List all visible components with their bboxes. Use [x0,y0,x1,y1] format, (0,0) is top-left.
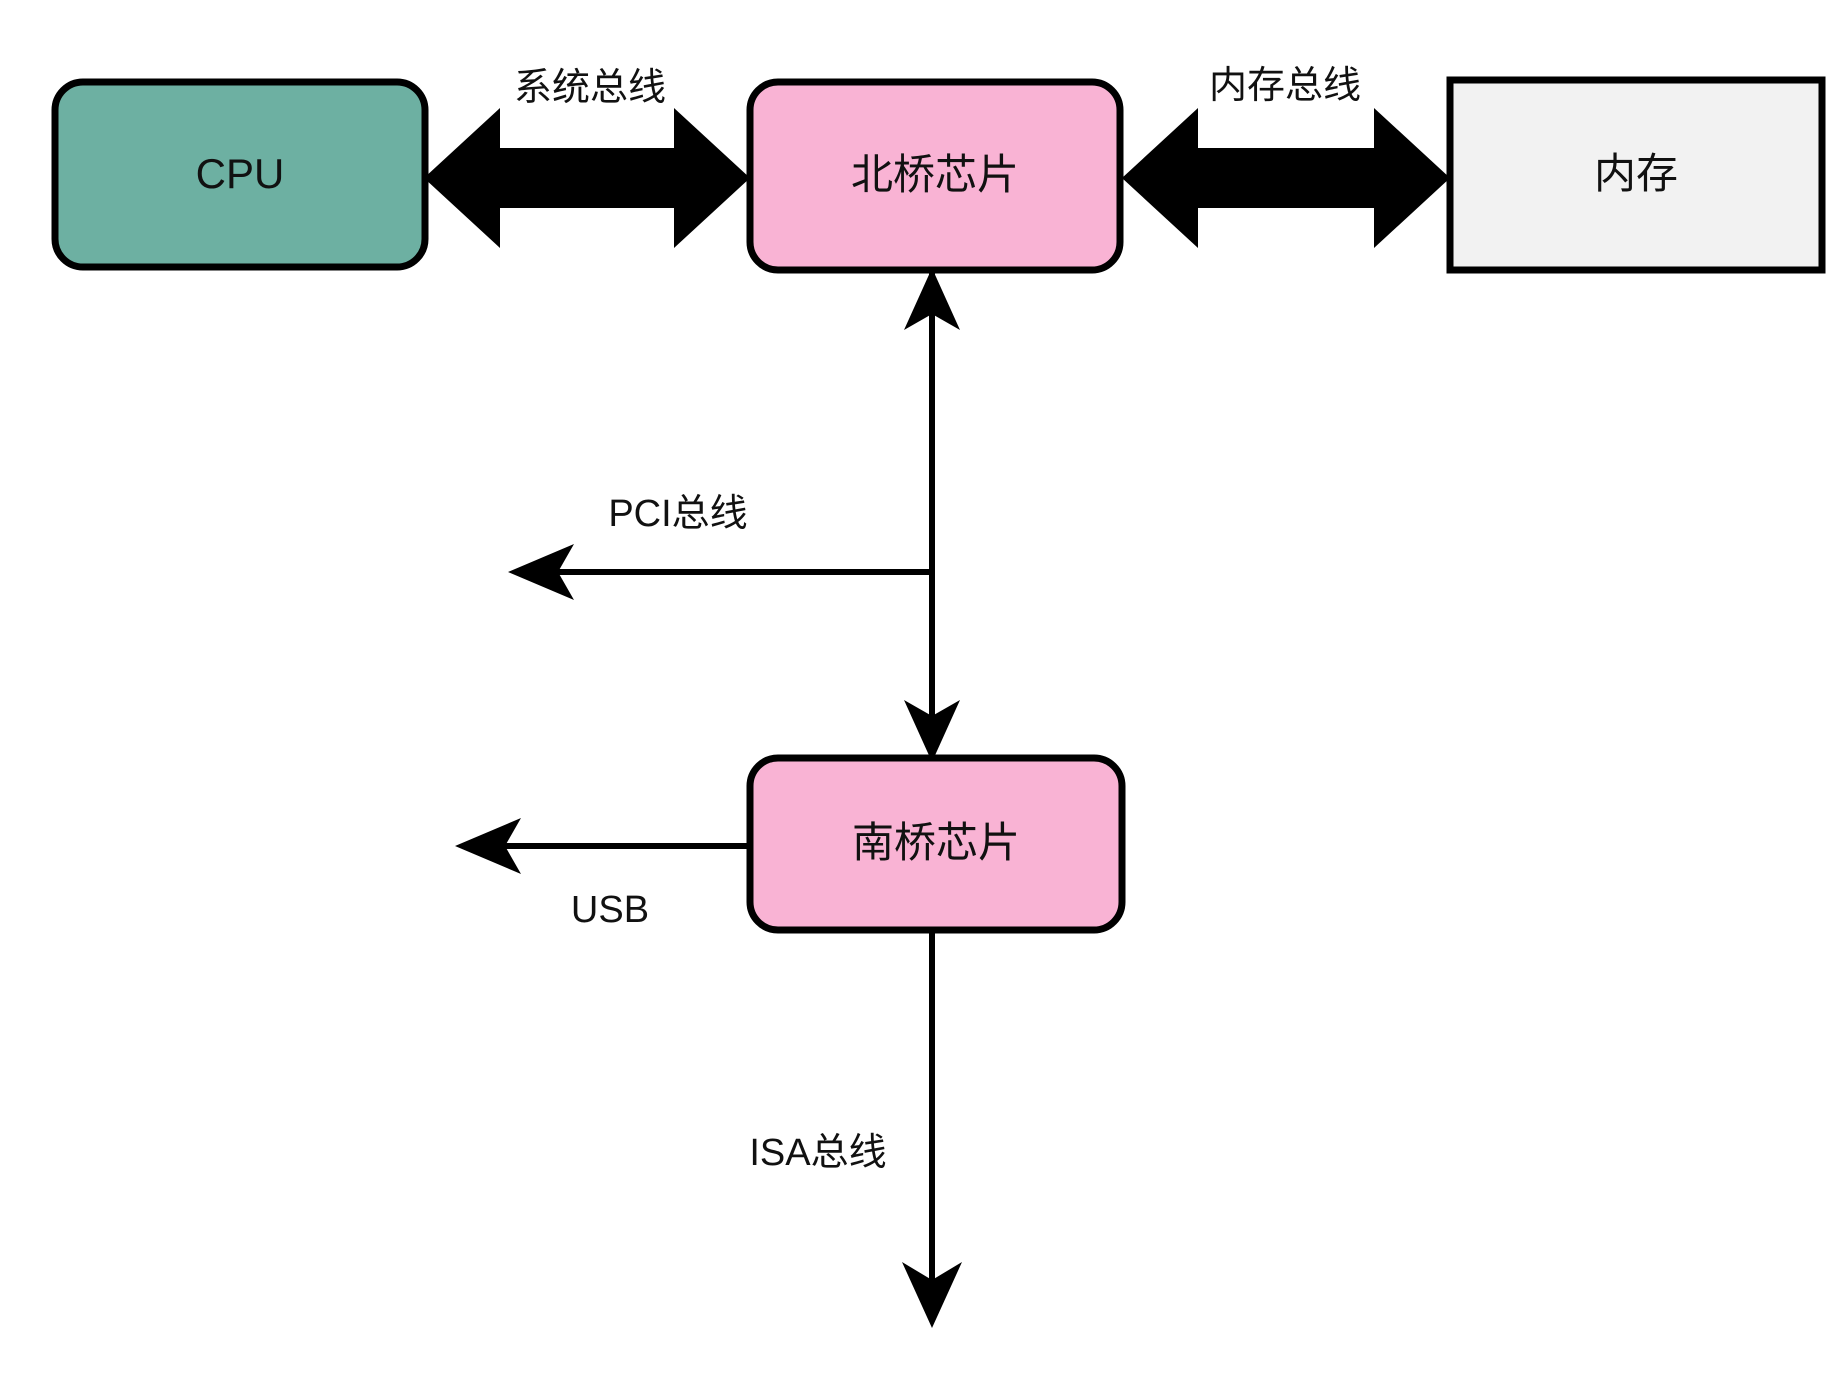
node-northbridge[interactable]: 北桥芯片 [746,78,1124,274]
system-bus-block-arrow [424,108,750,248]
memory-bus-label: 内存总线 [1209,65,1361,107]
northbridge-box[interactable] [746,78,1124,274]
edge-system-bus-arrow [424,108,750,248]
northbridge-label: 北桥芯片 [851,151,1019,198]
isa-trunk-arrowhead-down [902,1262,962,1328]
pci-trunk-arrowhead-down [904,700,960,762]
edge-usb-branch [455,818,752,874]
node-southbridge[interactable]: 南桥芯片 [746,754,1126,934]
pci-trunk-arrowhead-up [904,268,960,330]
memory-box[interactable] [1446,76,1826,274]
system-bus-label: 系统总线 [514,67,666,109]
isa-bus-label: ISA总线 [749,1132,886,1174]
usb-bus-label: USB [571,889,649,931]
cpu-box[interactable] [51,78,429,271]
pci-bus-label: PCI总线 [608,493,747,535]
node-memory[interactable]: 内存 [1446,76,1826,274]
southbridge-label: 南桥芯片 [852,819,1020,866]
usb-branch-arrowhead-left [455,818,521,874]
southbridge-box[interactable] [746,754,1126,934]
edge-pci-branch [508,544,932,600]
edge-memory-bus-arrow [1122,108,1450,248]
cpu-label: CPU [196,150,285,197]
node-cpu[interactable]: CPU [51,78,429,271]
edge-isa-trunk [902,930,962,1328]
memory-bus-block-arrow [1122,108,1450,248]
edge-pci-trunk [904,268,960,762]
memory-label: 内存 [1594,150,1678,197]
pci-branch-arrowhead-left [508,544,574,600]
